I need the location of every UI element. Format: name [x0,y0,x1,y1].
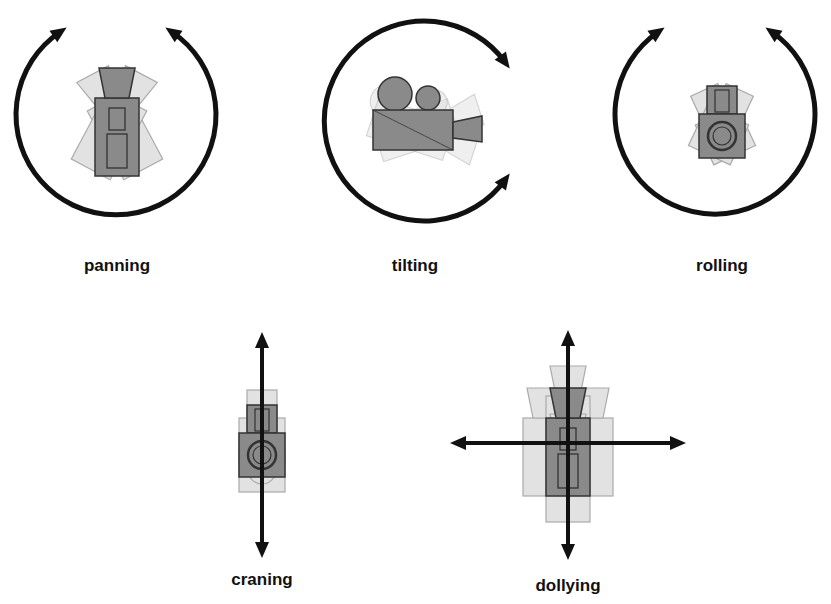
move-label: craning [231,570,292,590]
camera-front-view [699,86,745,158]
vertical-arrow [260,340,264,550]
rotation-arrow [615,32,815,214]
move-label: tilting [392,256,438,276]
camera-side-view [373,77,482,150]
rolling-figure [615,32,815,214]
tilting-figure [324,21,505,221]
rotation-arrow [16,32,216,215]
panning-figure [16,32,216,215]
horizontal-arrow [458,441,678,445]
rotation-arrow [324,21,505,221]
move-label: dollying [535,576,600,596]
ghost-camera [71,64,161,180]
camera-top-view [95,68,139,176]
ghost-camera [688,80,760,165]
move-label: panning [84,256,150,276]
ghost-camera [366,74,488,169]
craning-figure [239,340,285,550]
move-label: rolling [696,256,748,276]
dollying-figure [458,338,678,552]
